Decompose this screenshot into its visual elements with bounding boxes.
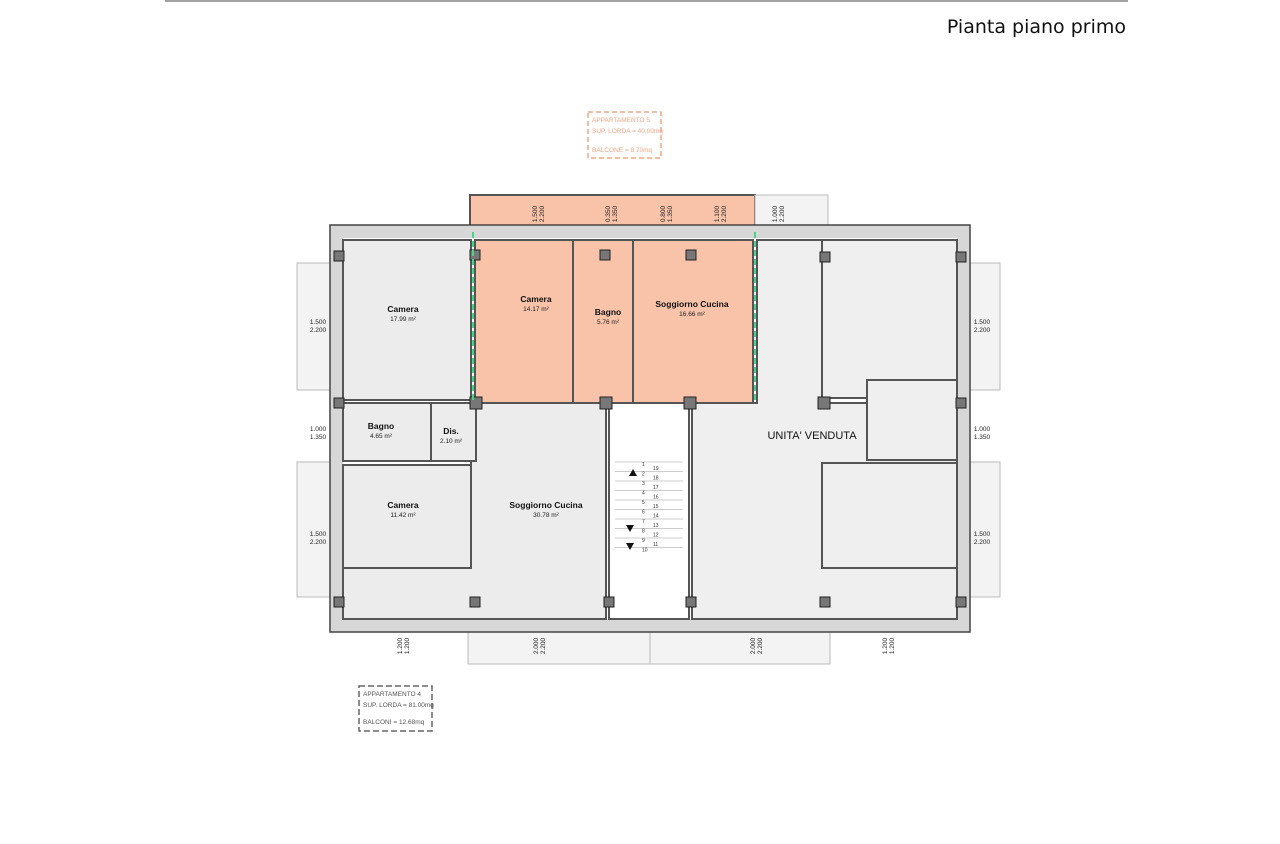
room-soggiorno-cucina-2 [342, 402, 607, 620]
dimension-label: 1.350 [612, 205, 619, 222]
dimension-label: 1.200 [404, 637, 411, 654]
room-area: 2.10 m² [440, 438, 463, 445]
dimension-label: 1.500 [974, 319, 991, 326]
room-area: 16.66 m² [679, 311, 705, 318]
dimension-label: 1.350 [974, 434, 991, 441]
room-name: Camera [387, 304, 418, 314]
stairwell [608, 402, 690, 620]
dimension-label: 0.350 [605, 205, 612, 222]
room-name: Bagno [368, 421, 394, 431]
dimension-label: 1.500 [310, 319, 327, 326]
dimension-label: 0.800 [660, 205, 667, 222]
room-soggiorno-cucina-1 [632, 239, 754, 404]
room-name: Dis. [443, 426, 459, 436]
room-area: 30.78 m² [533, 512, 559, 519]
stair-up-arrow-icon [629, 469, 637, 476]
dimension-label: 1.000 [974, 426, 991, 433]
dimension-label: 1.000 [772, 205, 779, 222]
dimension-label: 2.000 [533, 637, 540, 654]
dimension-label: 1.000 [310, 426, 327, 433]
dimension-label: 1.500 [532, 205, 539, 222]
apartment-5-label-box: APPARTAMENTO 5 SUP. LORDA = 40.00mq BALC… [587, 111, 663, 159]
dimension-label: 1.200 [889, 637, 896, 654]
dimension-label: 1.350 [667, 205, 674, 222]
balcony-left-1 [296, 262, 331, 391]
apartment-4-label-box: APPARTAMENTO 4 SUP. LORDA = 81.00mq BALC… [358, 685, 434, 732]
stair-number: 8 [642, 529, 645, 535]
apartment-4-gross-area: SUP. LORDA = 81.00mq [363, 702, 434, 709]
dimension-label: 1.500 [974, 531, 991, 538]
pillars [333, 249, 967, 608]
room-name: Bagno [595, 307, 621, 317]
room-dis [430, 402, 477, 462]
dimension-label: 2.200 [757, 637, 764, 654]
stair-number: 1 [642, 462, 645, 468]
balcony-left-2 [296, 461, 331, 598]
stair-number: 16 [653, 495, 659, 501]
stair-number: 14 [653, 514, 659, 520]
balcony-bottom-2 [649, 631, 831, 665]
stair-number: 11 [653, 542, 658, 548]
dimension-label: 1.500 [310, 531, 327, 538]
apartment-5-name: APPARTAMENTO 5 [592, 117, 650, 124]
room-camera-1 [342, 239, 472, 401]
stair-number: 4 [642, 491, 645, 497]
dimension-label: 2.200 [721, 205, 728, 222]
dimension-label: 2.200 [310, 327, 327, 334]
apartment-5-balcony: BALCONE = 8.70mq [592, 147, 653, 154]
room-name: Camera [520, 294, 551, 304]
dimension-label: 2.200 [974, 539, 991, 546]
stair-number: 15 [653, 504, 659, 510]
dimension-label: 2.200 [539, 205, 546, 222]
dimension-label: 2.000 [750, 637, 757, 654]
room-name: Soggiorno Cucina [509, 500, 582, 510]
stair-number: 18 [653, 476, 659, 482]
room-area: 11.42 m² [390, 512, 416, 519]
stair-number: 12 [653, 533, 659, 539]
sold-unit-label: UNITA' VENDUTA [767, 430, 857, 442]
dimension-label: 2.200 [974, 327, 991, 334]
apartment-4-name: APPARTAMENTO 4 [363, 691, 421, 698]
stair-number: 9 [642, 538, 645, 544]
room-name: Soggiorno Cucina [655, 299, 728, 309]
room-area: 5.76 m² [597, 319, 620, 326]
room-bagno-1 [342, 402, 432, 462]
dimension-label: 1.100 [714, 205, 721, 222]
dimension-label: 2.200 [540, 637, 547, 654]
balcony-bottom-1 [467, 631, 651, 665]
room-camera-2 [474, 239, 574, 404]
dimension-label: 1.350 [310, 434, 327, 441]
stair-number: 6 [642, 510, 645, 516]
dimension-label: 1.200 [882, 637, 889, 654]
stair-number: 2 [642, 472, 645, 478]
stair-number: 13 [653, 523, 659, 529]
apartment-5-gross-area: SUP. LORDA = 40.00mq [592, 128, 663, 135]
stair-down-arrow-icon [626, 543, 634, 550]
dimension-label: 2.200 [310, 539, 327, 546]
room-area: 17.99 m² [390, 316, 416, 323]
dimension-label: 2.200 [779, 205, 786, 222]
stair-number: 19 [653, 466, 659, 472]
balcony-right-2 [969, 461, 1001, 598]
stair-number: 7 [642, 519, 645, 525]
room-area: 14.17 m² [523, 306, 549, 313]
stair-number: 5 [642, 500, 645, 506]
room-area: 4.65 m² [370, 433, 393, 440]
stair-number: 10 [642, 548, 648, 554]
balcony-right-1 [969, 262, 1001, 391]
room-name: Camera [387, 500, 418, 510]
dimension-label: 1.200 [397, 637, 404, 654]
stair-number: 17 [653, 485, 659, 491]
stair-down-arrow-icon [626, 525, 634, 532]
stair-number: 3 [642, 481, 645, 487]
page-title: Pianta piano primo [946, 16, 1126, 38]
apartment-4-balcony: BALCONI = 12.68mq [363, 719, 425, 726]
